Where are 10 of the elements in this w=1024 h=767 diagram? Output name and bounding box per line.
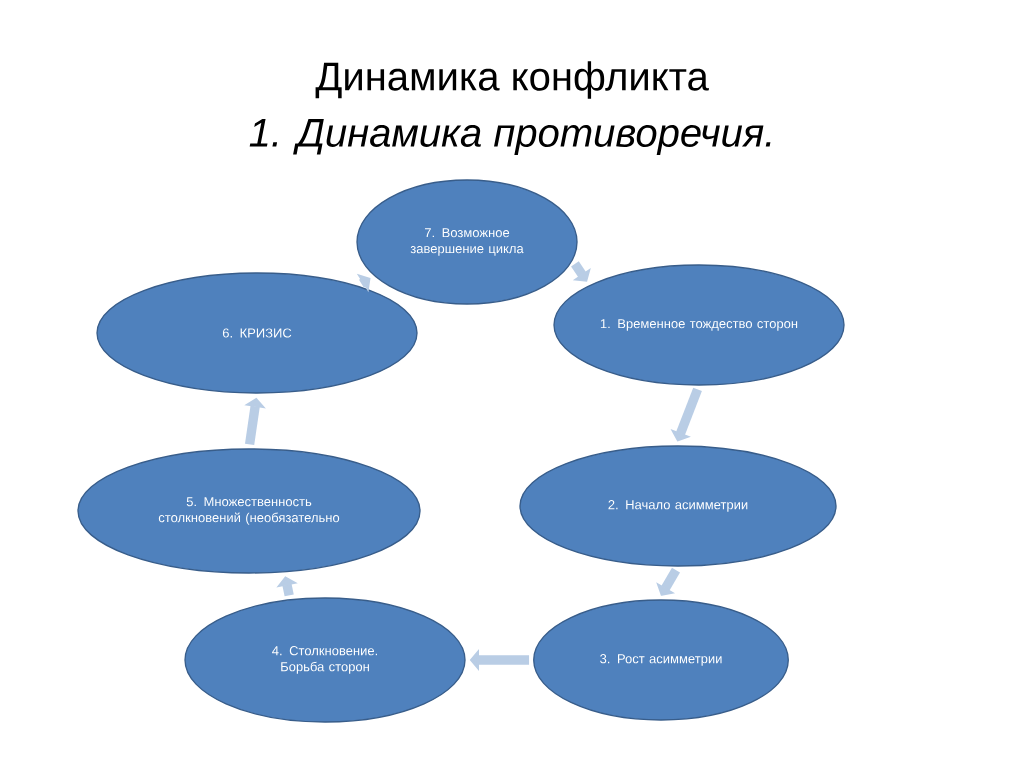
ellipse-node: 1. Временное тождество сторон xyxy=(553,264,845,386)
ellipse-node: 5. Множественность столкновений (необязательно xyxy=(77,448,421,574)
subtitle: 1. Динамика противоречия. xyxy=(249,119,771,155)
ellipse-node: 7. Возможное завершение цикла xyxy=(356,179,578,305)
ellipse-node: 6. КРИЗИС xyxy=(96,272,418,394)
block-arrow xyxy=(571,261,591,282)
ellipse-node: 2. Начало асимметрии xyxy=(519,445,837,567)
ellipse-node: 3. Рост асимметрии xyxy=(533,599,789,721)
title: Динамика конфликта xyxy=(315,61,709,99)
ellipse-node: 4. Столкновение. Борьба сторон xyxy=(184,597,466,723)
